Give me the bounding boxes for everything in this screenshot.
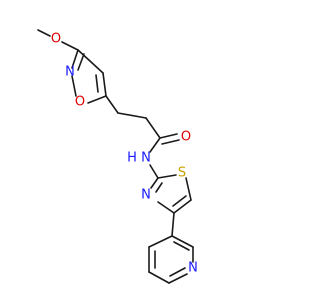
bond-co-nh [149,137,161,153]
bond-py4 [148,271,170,284]
molecule-structure: O N O O H N S N N [37,29,198,284]
bond-c5t-c4t-double [172,195,187,207]
bond-ch2b-co [145,117,161,139]
bond-c5-c4 [102,72,107,97]
bond-n-c2-double [155,182,163,193]
bond-c5-ch2a [105,95,119,114]
bond-methyl-o [37,29,51,37]
thiazole-nitrogen-label: N [141,188,151,203]
bond-c4t-n [157,201,175,214]
methoxy-oxygen-label: O [51,32,61,47]
bond-c5t-c4t [173,199,192,214]
bond-py1-double [173,241,190,251]
bond-o-c3 [61,41,79,51]
bond-py1 [171,235,194,248]
bond-c3-n-double [77,53,85,71]
pyridine-nitrogen-label: N [188,261,198,276]
bond-c3-n [71,49,79,69]
thiazole-sulfur-label: S [178,166,186,181]
bond-py3-double [169,267,186,277]
amide-hydrogen-label: H [127,151,137,166]
isoxazole-oxygen-label: O [75,95,85,110]
bond-c4-c3 [77,49,104,74]
isoxazole-nitrogen-label: N [65,65,75,80]
bond-nh-c2 [149,164,159,179]
bond-o-c5 [87,95,107,104]
bond-c2-s [157,174,177,179]
bond-py3 [168,273,188,284]
amide-nitrogen-label: N [141,151,151,166]
atom-label-layer: O N O O H N S N N [51,32,198,276]
bond-n-c2 [150,177,159,189]
bond-ch2a-ch2b [117,112,147,119]
bond-c4t-py [171,212,175,237]
bond-py6 [148,235,173,248]
bond-co-o-double [161,139,180,145]
bond-layer [37,29,194,284]
bond-co-o [159,133,178,139]
carbonyl-oxygen-label: O [181,130,191,145]
bond-s-c5t [185,177,192,201]
bond-c5-c4-double [95,74,99,93]
bond-n-o [71,75,77,97]
